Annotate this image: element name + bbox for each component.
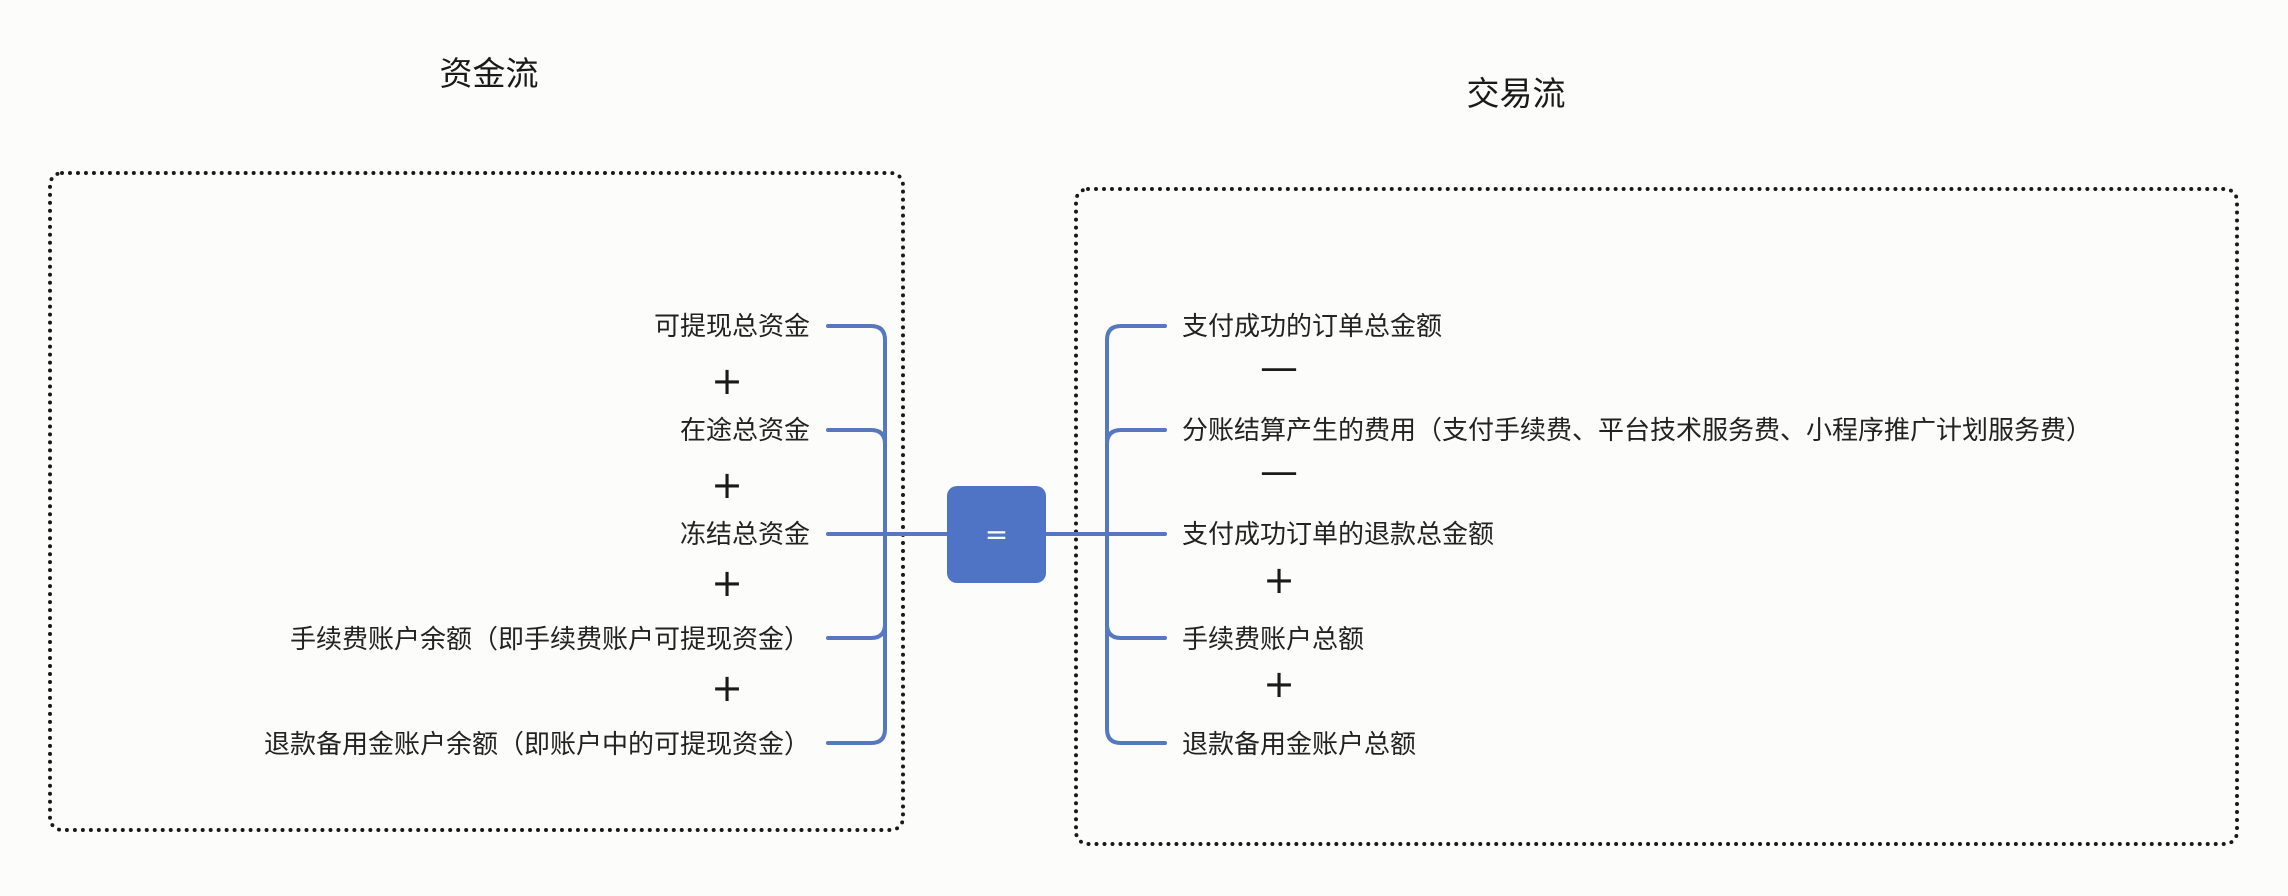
left-operator-1: + [711,359,743,403]
left-item-fee-account-balance: 手续费账户余额（即手续费账户可提现资金） [289,625,810,655]
left-connector-5 [826,727,887,745]
right-connector-4 [1105,622,1167,640]
right-item-paid-order-total: 支付成功的订单总金额 [1182,312,1443,342]
left-item-in-transit-funds: 在途总资金 [679,416,810,446]
left-operator-3: + [711,561,743,605]
title-transaction-flow: 交易流 [1466,74,1566,113]
transaction-flow-group-box [1074,187,2239,846]
fund-flow-group-box [48,171,905,832]
right-item-split-settlement-fees: 分账结算产生的费用（支付手续费、平台技术服务费、小程序推广计划服务费） [1182,416,2093,446]
left-item-refund-reserve-balance: 退款备用金账户余额（即账户中的可提现资金） [263,730,810,760]
right-connector-2 [1105,428,1167,446]
left-item-frozen-funds: 冻结总资金 [679,520,810,550]
left-connector-2 [826,428,887,446]
equals-node: = [947,486,1046,583]
right-connector-1 [1105,324,1167,342]
right-operator-4: + [1263,662,1295,706]
right-operator-2: — [1260,449,1298,493]
title-fund-flow: 资金流 [439,54,539,93]
left-connector-4 [826,622,887,640]
right-connector-5 [1105,727,1167,745]
right-item-refund-total: 支付成功订单的退款总金额 [1182,520,1495,550]
right-item-fee-account-total: 手续费账户总额 [1182,625,1365,655]
right-operator-3: + [1263,558,1295,602]
right-item-refund-reserve-total: 退款备用金账户总额 [1182,730,1417,760]
left-item-withdrawable-funds: 可提现总资金 [653,312,810,342]
left-operator-2: + [711,463,743,507]
left-operator-4: + [711,666,743,710]
left-connector-1 [826,324,887,342]
right-operator-1: — [1260,345,1298,389]
